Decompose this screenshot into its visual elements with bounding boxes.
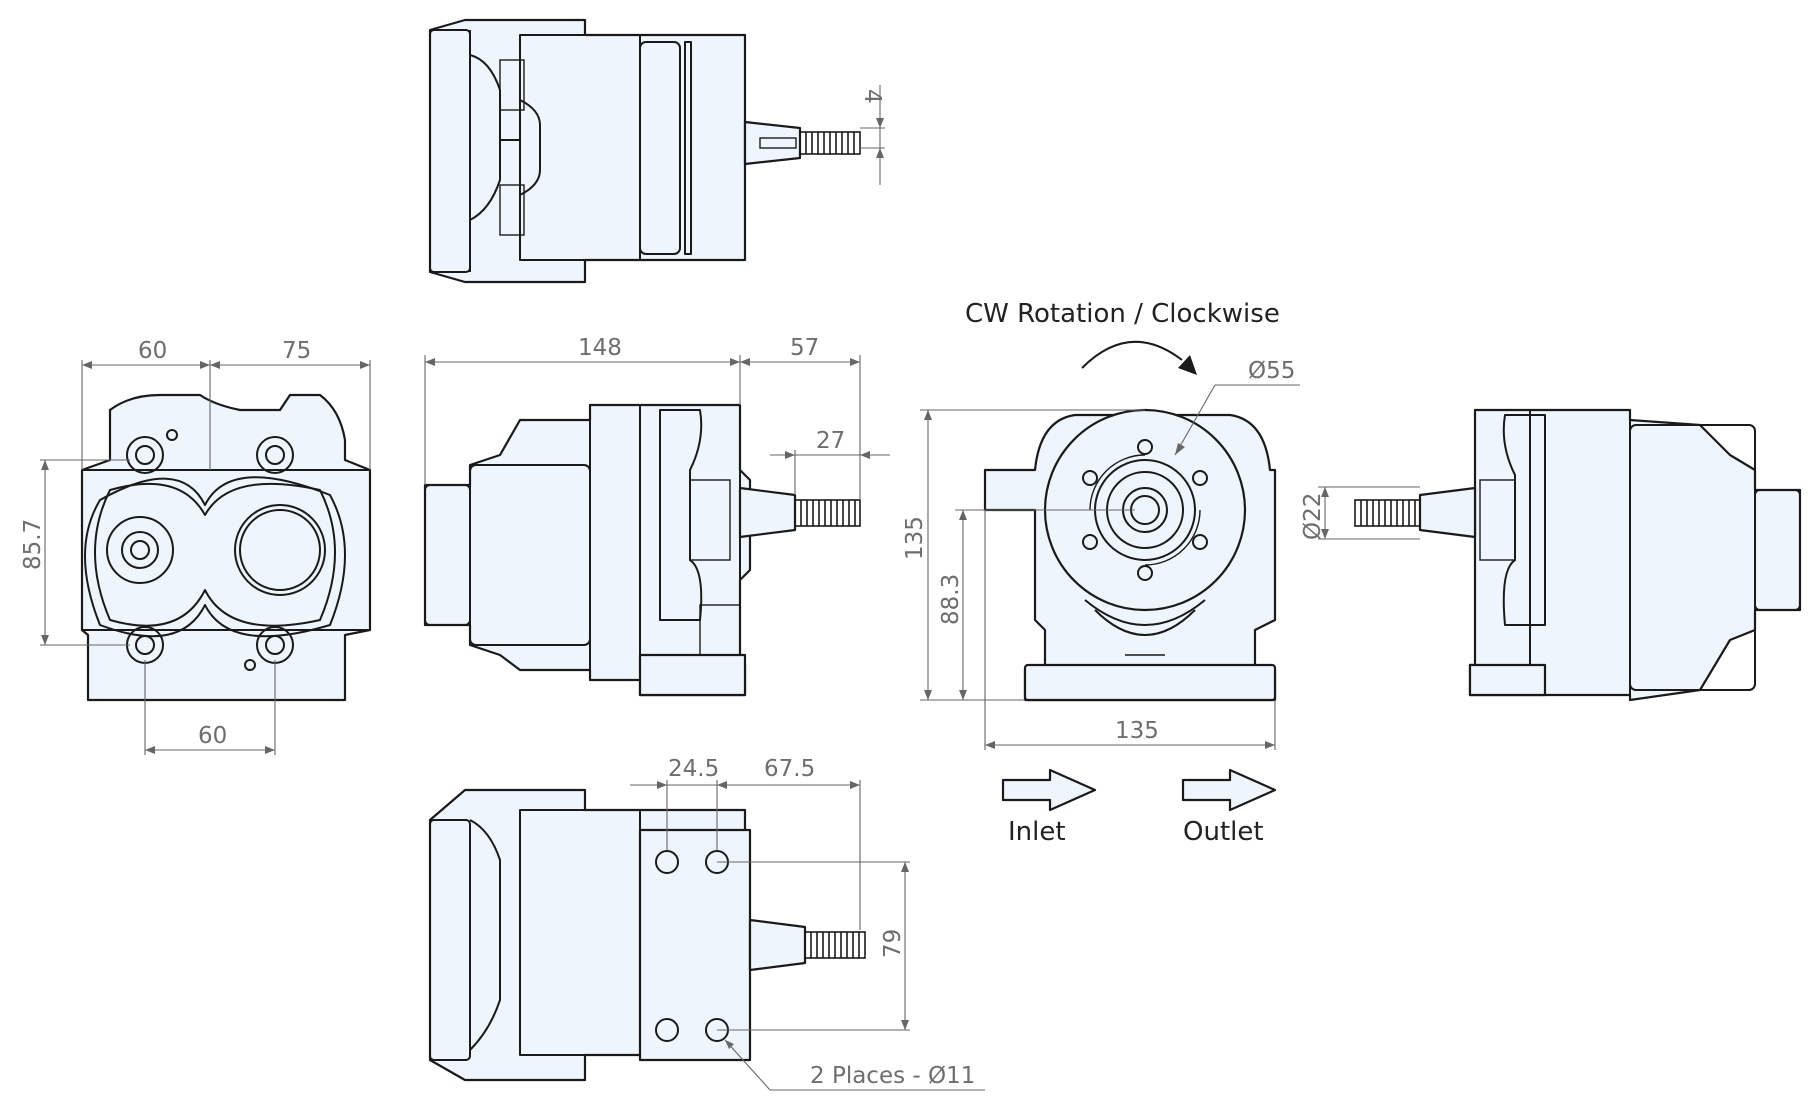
dim-shaft-center-height: 88.3 — [938, 574, 964, 625]
dim-mount-spacing: 79 — [880, 929, 906, 958]
rotation-arrow — [1081, 340, 1183, 369]
dim-body-length: 148 — [578, 335, 622, 361]
rear-shaft-thread — [1354, 499, 1421, 527]
dim-port-left: 60 — [138, 338, 167, 364]
dim-flange-height: 135 — [902, 516, 928, 560]
inlet-arrow — [1001, 768, 1097, 812]
rear-side-view: Ø22 — [1300, 408, 1802, 702]
rotation-label: CW Rotation / Clockwise — [965, 299, 1280, 329]
port-face-view: 60 75 85.7 60 — [20, 338, 372, 755]
dim-mount-offset: 24.5 — [668, 756, 719, 782]
side-view: 148 57 27 — [423, 335, 890, 697]
bottom-shaft-thread — [804, 931, 866, 959]
top-view: 4 — [428, 18, 885, 284]
dim-flange-pilot: Ø55 — [1248, 358, 1295, 384]
dim-port-height: 85.7 — [20, 519, 46, 570]
dim-shaft-length: 57 — [790, 335, 819, 361]
dim-mount-to-shaft: 67.5 — [764, 756, 815, 782]
holes-note: 2 Places - Ø11 — [810, 1063, 975, 1089]
side-shaft-thread — [794, 499, 861, 527]
bottom-view: 24.5 67.5 79 2 Places - Ø11 — [428, 756, 985, 1091]
mount-holes — [655, 850, 729, 1042]
dim-key-width: 4 — [859, 89, 885, 104]
dim-shaft-diameter: Ø22 — [1300, 493, 1326, 540]
dim-port-right: 75 — [282, 338, 311, 364]
flange-bolt-holes — [1082, 439, 1208, 581]
dim-shaft-thread: 27 — [816, 428, 845, 454]
flange-view: CW Rotation / Clockwise Ø55 — [902, 299, 1300, 847]
port-bolt-holes — [126, 429, 294, 671]
inlet-label: Inlet — [1008, 817, 1066, 847]
outlet-arrow — [1181, 768, 1277, 812]
outlet-label: Outlet — [1183, 817, 1264, 847]
top-shaft-thread — [799, 131, 861, 155]
dim-port-bottom: 60 — [198, 723, 227, 749]
dim-base-width: 135 — [1115, 718, 1159, 744]
